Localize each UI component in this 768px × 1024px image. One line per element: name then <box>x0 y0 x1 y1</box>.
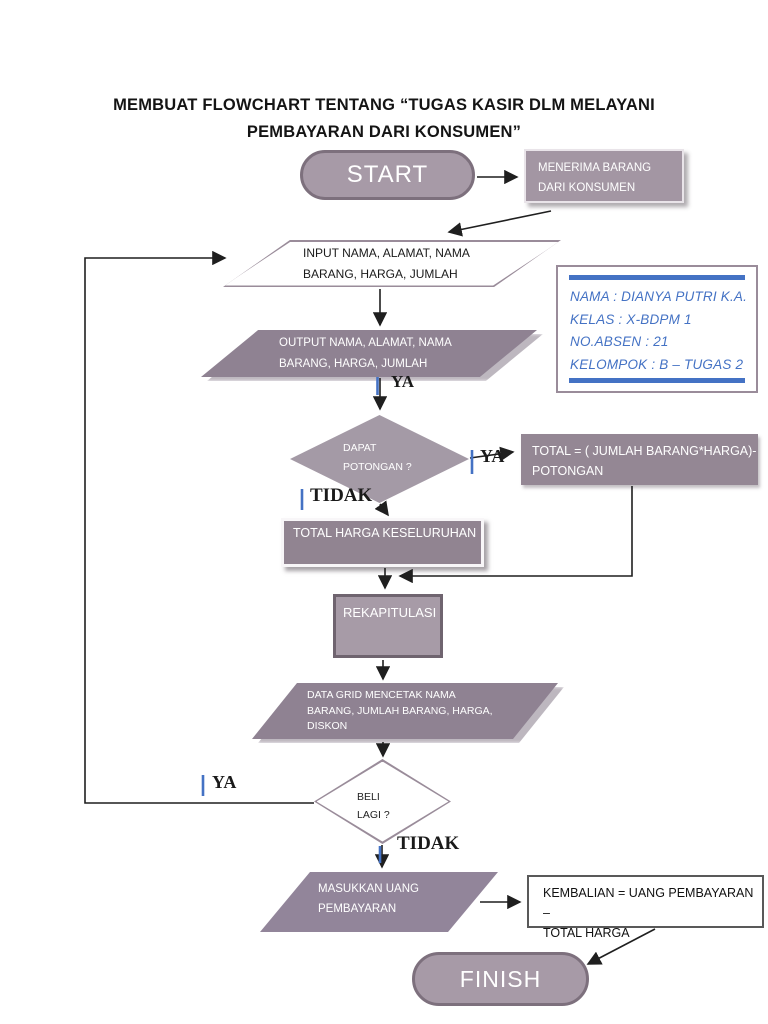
info-kelas: KELAS : X-BDPM 1 <box>570 311 692 327</box>
output-line1: OUTPUT NAMA, ALAMAT, NAMA <box>279 337 452 349</box>
io-output-label: OUTPUT NAMA, ALAMAT, NAMA BARANG, HARGA,… <box>279 333 452 375</box>
data-grid-line3: DISKON <box>307 720 348 732</box>
info-nama: NAMA : DIANYA PUTRI K.A. <box>570 289 748 304</box>
total-formula-line2: POTONGAN <box>532 464 604 478</box>
edge-label-ya-output: YA <box>391 372 414 391</box>
identity-info-box: NAMA : DIANYA PUTRI K.A. KELAS : X-BDPM … <box>556 265 758 393</box>
dapat-line1: DAPAT <box>343 442 377 454</box>
decision-beli-lagi: BELI LAGI ? <box>314 759 451 844</box>
edge-label-ya-potongan: YA <box>480 446 505 466</box>
kembalian-line2: TOTAL HARGA <box>543 926 630 940</box>
process-kembalian: KEMBALIAN = UANG PEMBAYARAN – TOTAL HARG… <box>527 875 764 940</box>
finish-terminal: FINISH <box>412 952 589 1006</box>
io-data-grid: DATA GRID MENCETAK NAMA BARANG, JUMLAH B… <box>252 683 564 743</box>
process-total-harga: TOTAL HARGA KESELURUHAN <box>281 518 484 567</box>
edge-menerima-to-input <box>447 210 552 237</box>
start-label: START <box>346 161 429 188</box>
data-grid-line1: DATA GRID MENCETAK NAMA <box>307 689 456 701</box>
menerima-line1: MENERIMA BARANG <box>538 162 652 174</box>
rekapitulasi-label: REKAPITULASI <box>343 605 437 620</box>
info-absen: NO.ABSEN : 21 <box>570 334 669 349</box>
edge-label-tidak-beli: TIDAK <box>397 833 460 854</box>
process-menerima-barang: MENERIMA BARANG DARI KONSUMEN <box>524 149 684 203</box>
edge-dapat-tidak-to-total-harga <box>374 500 389 517</box>
decision-beli-lagi-label: BELI LAGI ? <box>357 788 390 824</box>
output-line2: BARANG, HARGA, JUMLAH <box>279 358 428 370</box>
data-grid-line2: BARANG, JUMLAH BARANG, HARGA, <box>307 704 493 717</box>
menerima-line2: DARI KONSUMEN <box>538 182 636 194</box>
info-box-top-bar <box>569 275 745 280</box>
info-kelompok: KELOMPOK : B – TUGAS 2 <box>570 356 744 372</box>
input-line1: INPUT NAMA, ALAMAT, NAMA <box>303 246 470 260</box>
finish-label: FINISH <box>459 965 542 992</box>
page-title-line1: MEMBUAT FLOWCHART TENTANG “TUGAS KASIR D… <box>113 96 655 114</box>
process-rekapitulasi: REKAPITULASI <box>333 594 443 658</box>
kembalian-line1: KEMBALIAN = UANG PEMBAYARAN – <box>543 886 754 920</box>
io-input-label: INPUT NAMA, ALAMAT, NAMA BARANG, HARGA, … <box>303 243 470 285</box>
process-total-formula: TOTAL = ( JUMLAH BARANG*HARGA)- POTONGAN <box>521 434 758 485</box>
total-harga-label: TOTAL HARGA KESELURUHAN <box>293 526 477 540</box>
page-title-line2: PEMBAYARAN DARI KONSUMEN” <box>246 123 522 141</box>
io-masukkan-uang-label: MASUKKAN UANG PEMBAYARAN <box>318 879 419 919</box>
masukkan-line1: MASUKKAN UANG <box>318 883 419 895</box>
io-output: OUTPUT NAMA, ALAMAT, NAMA BARANG, HARGA,… <box>201 330 543 381</box>
io-data-grid-label: DATA GRID MENCETAK NAMA BARANG, JUMLAH B… <box>307 688 493 735</box>
info-box-bottom-bar <box>569 378 745 383</box>
beli-line2: LAGI ? <box>357 809 390 821</box>
edge-label-tidak-potongan: TIDAK <box>310 485 373 506</box>
page-title: MEMBUAT FLOWCHART TENTANG “TUGAS KASIR D… <box>0 92 768 146</box>
beli-line1: BELI <box>357 791 380 803</box>
masukkan-line2: PEMBAYARAN <box>318 903 397 915</box>
io-input: INPUT NAMA, ALAMAT, NAMA BARANG, HARGA, … <box>223 240 561 287</box>
input-line2: BARANG, HARGA, JUMLAH <box>303 267 458 281</box>
decision-dapat-potongan-label: DAPAT POTONGAN ? <box>343 439 412 477</box>
info-box-text: NAMA : DIANYA PUTRI K.A. KELAS : X-BDPM … <box>570 286 747 376</box>
dapat-line2: POTONGAN ? <box>343 461 412 473</box>
io-masukkan-uang: MASUKKAN UANG PEMBAYARAN <box>260 872 498 932</box>
start-terminal: START <box>300 150 475 200</box>
total-formula-line1: TOTAL = ( JUMLAH BARANG*HARGA)- <box>532 444 757 458</box>
edge-label-ya-beli: YA <box>212 772 237 792</box>
